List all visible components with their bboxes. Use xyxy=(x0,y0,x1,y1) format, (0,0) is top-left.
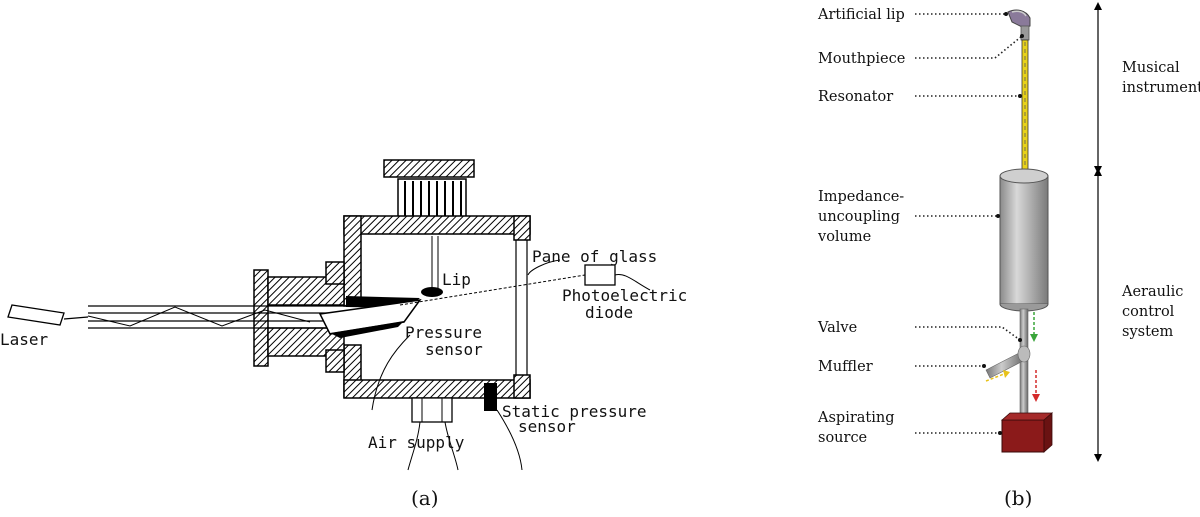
flow-arrow-yellow xyxy=(985,370,1010,382)
range-arrow-musical xyxy=(1094,2,1102,174)
valve-pipe xyxy=(1019,308,1029,422)
leader-lines xyxy=(915,13,1023,434)
label-air-supply: Air supply xyxy=(368,433,465,452)
label-photoelectric-line1: Photoelectric xyxy=(562,286,687,305)
caption-a: (a) xyxy=(411,486,439,510)
label-lip: Lip xyxy=(442,270,471,289)
label-pressure-line2: sensor xyxy=(425,340,483,359)
label-static-pressure-line2: sensor xyxy=(518,417,576,436)
label-aeraulic-line3: system xyxy=(1122,324,1173,340)
resonator-tube xyxy=(87,305,346,329)
label-laser: Laser xyxy=(0,330,49,349)
label-aspirating-line2: source xyxy=(818,430,867,446)
label-impedance-line3: volume xyxy=(817,229,871,245)
range-arrow-aeraulic xyxy=(1094,168,1102,462)
label-impedance-line2: uncoupling xyxy=(818,209,900,225)
aspirating-source-block xyxy=(1000,412,1054,453)
label-static-pressure-line1: Static pressure xyxy=(502,402,647,421)
label-musical-line1: Musical xyxy=(1122,60,1180,76)
lip-marker xyxy=(421,287,443,297)
photoelectric-diode-box xyxy=(584,264,616,286)
label-pane-of-glass: Pane of glass xyxy=(532,247,657,266)
label-musical-line2: instrument xyxy=(1122,80,1200,96)
static-pressure-sensor-block xyxy=(484,383,497,411)
mouthpiece-flange xyxy=(253,261,345,373)
panel-b-diagram: Artificial lip Mouthpiece Resonator Impe… xyxy=(817,2,1200,510)
flow-arrow-red xyxy=(1032,370,1040,402)
label-pressure-line1: Pressure xyxy=(405,323,482,342)
label-photoelectric-line2: diode xyxy=(585,303,633,322)
label-aspirating-line1: Aspirating xyxy=(817,410,895,426)
laser-beam xyxy=(399,274,586,306)
laser-source xyxy=(7,304,89,326)
caption-b: (b) xyxy=(1004,486,1032,510)
impedance-cylinder xyxy=(999,168,1049,312)
label-aeraulic-line2: control xyxy=(1122,304,1175,320)
label-muffler: Muffler xyxy=(818,359,873,375)
label-aeraulic-line1: Aeraulic xyxy=(1121,284,1183,300)
panel-a-diagram: Laser Lip Pane of glass Photoelectric di… xyxy=(0,159,687,510)
label-mouthpiece: Mouthpiece xyxy=(818,51,905,67)
air-supply-pipe xyxy=(407,397,459,471)
label-impedance-line1: Impedance- xyxy=(818,189,904,205)
label-valve: Valve xyxy=(817,320,857,336)
label-resonator: Resonator xyxy=(818,89,893,105)
adjustment-knob xyxy=(383,159,475,220)
label-artificial-lip: Artificial lip xyxy=(817,7,905,23)
artificial-lip-shape xyxy=(1007,9,1031,29)
flow-arrow-green xyxy=(1030,312,1038,342)
